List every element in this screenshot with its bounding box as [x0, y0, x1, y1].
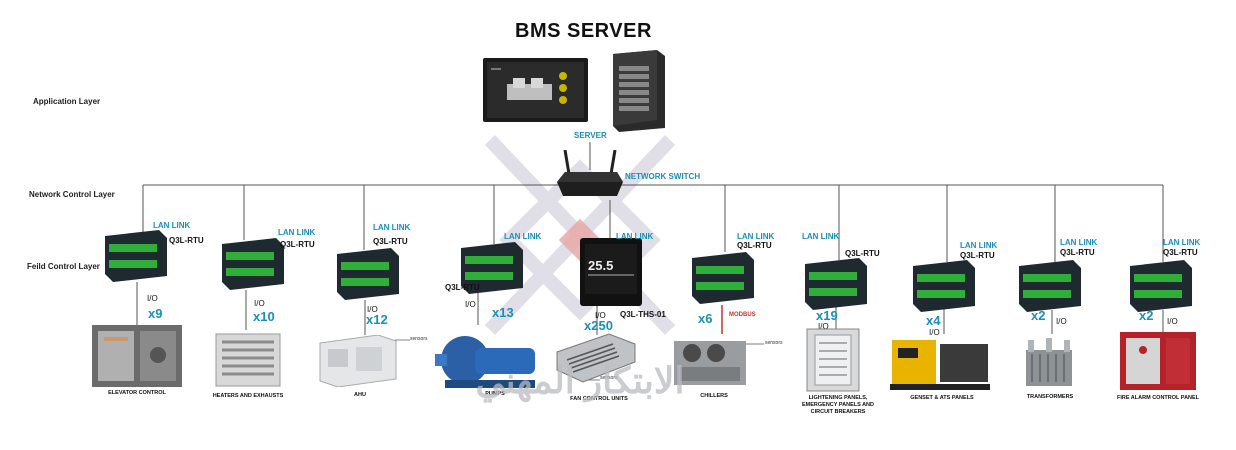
io-label-2: I/O — [254, 299, 265, 308]
caption-elevator: ELEVATOR CONTROL — [108, 390, 166, 396]
caption-lighting: LIGHTENING PANELS, EMERGENCY PANELS AND … — [801, 395, 875, 415]
rtu-label-10: Q3L-RTU — [1163, 248, 1198, 257]
caption-pumps: PUMPS — [485, 391, 505, 397]
count-2: x10 — [253, 309, 275, 324]
count-9: x2 — [1031, 308, 1046, 323]
caption-heaters: HEATERS AND EXHAUSTS — [212, 393, 284, 399]
thermostat-icon — [580, 238, 642, 306]
caption-transformers: TRANSFORMERS — [1026, 394, 1074, 400]
count-5: x250 — [584, 318, 613, 333]
count-10: x2 — [1139, 308, 1154, 323]
field-layer-label: Feild Control Layer — [27, 262, 100, 271]
rtu-device-2 — [222, 238, 284, 290]
caption-genset: GENSET & ATS PANELS — [910, 395, 974, 401]
server-label: SERVER — [574, 131, 607, 140]
thermostat-model-label: Q3L-THS-01 — [620, 310, 666, 319]
network-layer-label: Network Control Layer — [29, 190, 115, 199]
server-tower-icon — [613, 50, 665, 132]
rtu-label-8: Q3L-RTU — [960, 251, 995, 260]
lan-link-label-8: LAN LINK — [960, 241, 998, 250]
sensors-label-ahu: sensors — [410, 336, 428, 342]
heater-exhaust-icon — [215, 333, 281, 387]
lan-link-label-7: LAN LINK — [802, 232, 840, 241]
watermark-text: الابتكار المهني — [475, 360, 685, 401]
rtu-device-1 — [105, 230, 167, 282]
rtu-device-7 — [805, 258, 867, 310]
count-3: x12 — [366, 312, 388, 327]
count-1: x9 — [148, 306, 163, 321]
lan-link-label-5: LAN LINK — [616, 232, 654, 241]
page-title: BMS SERVER — [515, 20, 652, 42]
lan-link-label-10: LAN LINK — [1163, 238, 1201, 247]
lan-link-label-3: LAN LINK — [373, 223, 411, 232]
thermostat-display: 25.5 — [588, 258, 614, 273]
io-label-5: I/O — [595, 311, 606, 320]
count-6: x6 — [698, 311, 713, 326]
monitor-icon — [483, 58, 588, 122]
io-label-8: I/O — [929, 328, 940, 337]
rtu-device-4 — [461, 242, 523, 294]
count-7: x19 — [816, 308, 838, 323]
application-layer-label: Application Layer — [33, 97, 101, 106]
rtu-label-9: Q3L-RTU — [1060, 248, 1095, 257]
io-label-4: I/O — [465, 300, 476, 309]
rtu-label-3: Q3L-RTU — [373, 237, 408, 246]
fire-alarm-panel-icon — [1120, 332, 1196, 390]
caption-ahu: AHU — [354, 392, 366, 398]
rtu-device-9 — [1019, 260, 1081, 312]
count-8: x4 — [926, 313, 941, 328]
lan-link-label-2: LAN LINK — [278, 228, 316, 237]
rtu-device-6 — [692, 252, 754, 304]
elevator-control-icon — [92, 325, 182, 387]
rtu-label-2: Q3L-RTU — [280, 240, 315, 249]
sensors-label-fcu: sensors — [600, 375, 618, 381]
network-switch-icon — [557, 150, 623, 196]
modbus-label: MODBUS — [729, 312, 756, 318]
io-label-3: I/O — [367, 305, 378, 314]
rtu-device-3 — [337, 248, 399, 300]
rtu-label-7: Q3L-RTU — [845, 249, 880, 258]
rtu-label-4: Q3L-RTU — [445, 283, 480, 292]
fan-coil-unit-icon — [556, 333, 636, 383]
caption-fire-alarm: FIRE ALARM CONTROL PANEL — [1116, 395, 1200, 401]
ahu-icon — [319, 335, 397, 387]
rtu-device-8 — [913, 260, 975, 312]
lan-link-label-9: LAN LINK — [1060, 238, 1098, 247]
lan-link-label-4: LAN LINK — [504, 232, 542, 241]
count-4: x13 — [492, 305, 514, 320]
lan-link-label-6: LAN LINK — [737, 232, 775, 241]
lighting-panel-icon — [806, 328, 860, 392]
caption-fcu: FAN CONTROL UNITS — [570, 396, 628, 402]
rtu-device-10 — [1130, 260, 1192, 312]
network-switch-label: NETWORK SWITCH — [625, 172, 701, 181]
caption-chillers: CHILLERS — [700, 393, 728, 399]
io-label-10: I/O — [1167, 317, 1178, 326]
io-label-7: I/O — [818, 322, 829, 331]
chiller-icon — [674, 341, 746, 385]
rtu-label-1: Q3L-RTU — [169, 236, 204, 245]
rtu-label-6: Q3L-RTU — [737, 241, 772, 250]
genset-icon — [890, 340, 990, 390]
sensors-label-chillers: sensors — [765, 340, 783, 346]
pump-icon — [435, 336, 535, 388]
io-label-9: I/O — [1056, 317, 1067, 326]
io-label-1: I/O — [147, 294, 158, 303]
lan-link-label-1: LAN LINK — [153, 221, 191, 230]
transformer-icon — [1026, 338, 1072, 386]
